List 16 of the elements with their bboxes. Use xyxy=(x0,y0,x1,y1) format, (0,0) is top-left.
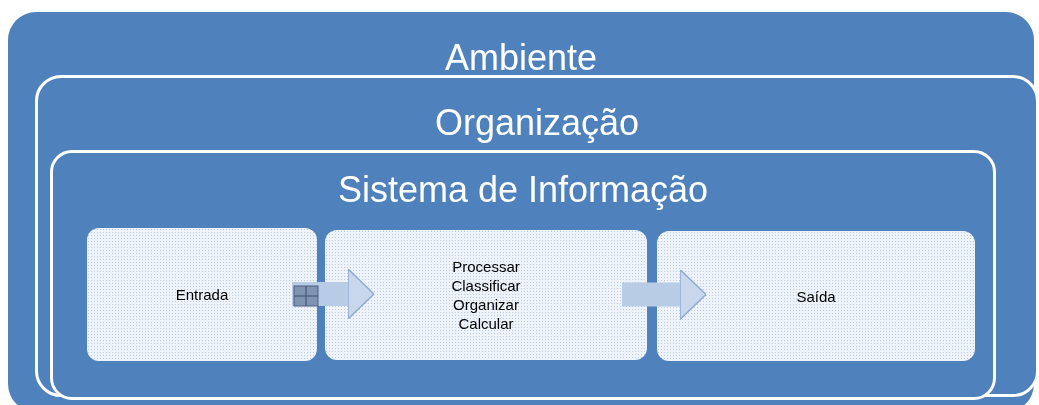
box-label: Entrada xyxy=(175,285,229,304)
box-label: Processar xyxy=(452,257,520,276)
block-arrow xyxy=(622,268,707,321)
box-label: Classificar xyxy=(451,276,521,295)
box-label: Calcular xyxy=(458,314,514,333)
process-box xyxy=(657,231,975,361)
panel-title: Ambiente xyxy=(444,40,598,76)
box-label: Saída xyxy=(796,286,836,306)
information-system-panel xyxy=(50,150,996,400)
block-arrow xyxy=(292,268,375,320)
panel-title: Sistema de Informação xyxy=(337,172,709,208)
box-label: Organizar xyxy=(453,295,519,314)
process-box xyxy=(87,228,317,361)
organization-panel xyxy=(35,75,1039,397)
process-box xyxy=(325,230,647,360)
panel-title: Organização xyxy=(434,105,640,141)
